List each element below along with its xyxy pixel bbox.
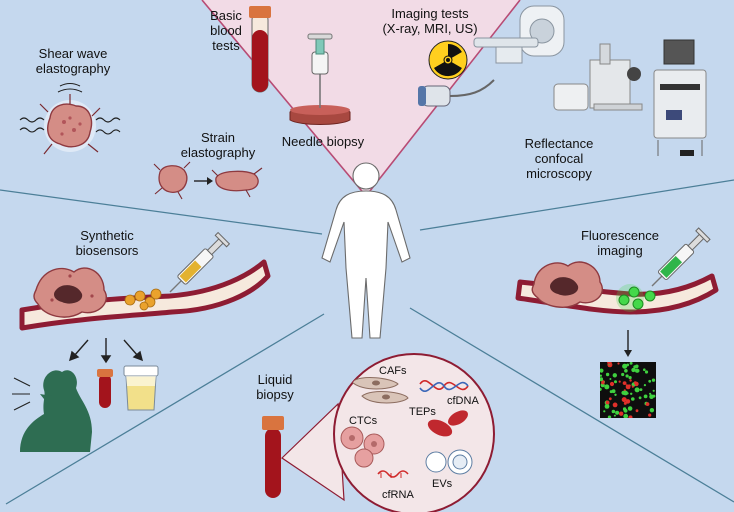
fluorescence-label: Fluorescence imaging [580,228,660,258]
synthetic-label: Synthetic biosensors [75,228,139,258]
tissue-sample-icon [289,105,351,125]
arrow-icon [68,338,144,364]
imaging-label: Imaging tests (X-ray, MRI, US) [382,6,478,36]
cfdna-icon [419,380,469,392]
liquid-biopsy-label: Liquid biopsy [256,372,294,402]
coughing-person-icon [12,370,92,452]
mri-scanner-icon [473,5,565,64]
syringe-icon [651,227,711,287]
extracellular-vesicles-icon [425,449,473,475]
confocal-microscope-icon [553,39,707,156]
cfdna-label: cfDNA [447,395,479,407]
cfrna-icon [377,470,409,478]
reflectance-label: Reflectance confocal microscopy [524,136,594,181]
needle-biopsy-label: Needle biopsy [281,134,365,149]
tep-platelets-icon [427,410,468,437]
ultrasound-probe-icon [418,79,495,107]
tumor-icon [33,267,107,318]
caf-cells-icon [351,377,409,404]
blood-tube-icon [262,416,284,498]
nanoparticles-icon [124,288,162,311]
cafs-label: CAFs [379,365,407,377]
urine-cup-icon [123,365,159,411]
arrow-icon [624,330,632,357]
basic-blood-label: Basic blood tests [210,8,242,53]
blood-tube-icon [97,369,113,408]
fluorescence-micrograph-icon [600,362,656,418]
evs-label: EVs [432,478,453,490]
shear-wave-label: Shear wave elastography [35,46,111,76]
radiation-symbol-icon [428,40,468,80]
strain-label: Strain elastography [180,130,256,160]
fluorescent-cells-icon [616,284,656,312]
strain-elastography-icon [153,161,263,200]
ctc-cells-icon [340,426,385,468]
syringe-icon [169,231,231,293]
cfrna-label: cfRNA [382,489,414,501]
tumor-icon [531,261,603,308]
shear-wave-tumor-icon [19,82,121,155]
ctcs-label: CTCs [349,415,378,427]
human-silhouette-icon [321,162,411,339]
teps-label: TEPs [409,406,436,418]
blood-tube-icon [249,6,271,93]
biopsy-needle-icon [307,33,333,108]
